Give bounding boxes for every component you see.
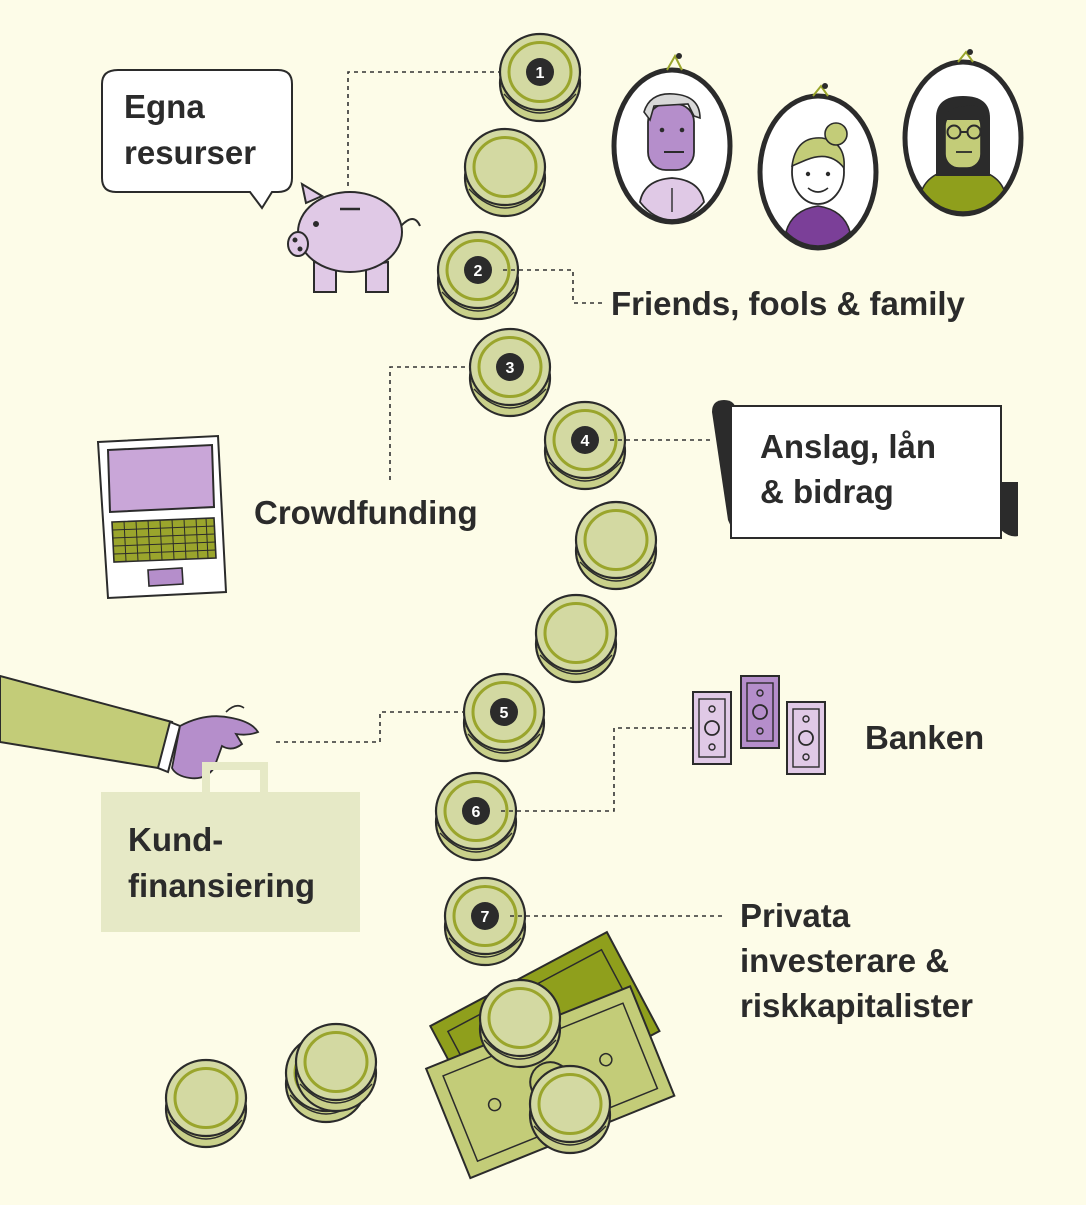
- step-badge: 3: [496, 353, 524, 381]
- anslag-label-line1: Anslag, lån: [760, 428, 936, 465]
- anslag-label-line2: & bidrag: [760, 473, 894, 510]
- privata-label-line3: riskkapitalister: [740, 987, 973, 1024]
- friends-fools-family-label: Friends, fools & family: [611, 285, 966, 322]
- step-badge: 4: [571, 426, 599, 454]
- step-number: 2: [474, 263, 483, 280]
- step-badge: 2: [464, 256, 492, 284]
- step-badge: 1: [526, 58, 554, 86]
- step-number: 1: [536, 65, 545, 82]
- portrait-frame-icon: [611, 49, 1024, 251]
- step-badge: 7: [471, 902, 499, 930]
- kund-label-line2: finansiering: [128, 867, 315, 904]
- bag-icon: Kund- finansiering: [101, 762, 360, 932]
- step-number: 6: [472, 804, 481, 821]
- step-number: 4: [581, 433, 590, 450]
- portrait-woman-glasses: [902, 49, 1024, 217]
- step-badge-layer: 1 2 3 4 5 6 7: [462, 58, 599, 930]
- kund-label-line1: Kund-: [128, 821, 223, 858]
- coin-icon: [164, 1058, 248, 1149]
- step-number: 3: [506, 360, 515, 377]
- coin-icon: [478, 978, 562, 1069]
- privata-label-line2: investerare &: [740, 942, 949, 979]
- speech-bubble-icon: [101, 69, 293, 210]
- connector-layer: [276, 71, 724, 917]
- laptop-icon: [96, 434, 228, 600]
- privata-label-line1: Privata: [740, 897, 851, 934]
- step-number: 7: [481, 909, 490, 926]
- step-badge: 6: [462, 797, 490, 825]
- coin-icon: [463, 127, 547, 218]
- egna-label-line2: resurser: [124, 134, 256, 171]
- crowdfunding-label: Crowdfunding: [254, 494, 478, 531]
- dotted-connector: [503, 269, 603, 304]
- step-number: 5: [500, 705, 509, 722]
- step-badge: 5: [490, 698, 518, 726]
- hand-icon: [0, 674, 260, 780]
- scroll-icon: Anslag, lån & bidrag: [712, 400, 1018, 539]
- dotted-connector: [347, 71, 500, 186]
- dotted-connector: [276, 711, 464, 743]
- banknote-icon: [692, 675, 826, 775]
- coin-icon: [528, 1064, 612, 1155]
- banken-label: Banken: [865, 719, 984, 756]
- dotted-connector: [501, 727, 692, 812]
- coin-icon: [574, 500, 658, 591]
- egna-label-line1: Egna: [124, 88, 205, 125]
- piggy-bank-icon: [287, 181, 421, 293]
- portrait-woman-bun: [757, 83, 879, 251]
- coin-icon: [534, 593, 618, 684]
- dotted-connector: [389, 366, 470, 480]
- coin-icon: [294, 1022, 378, 1113]
- egna-resurser-bubble: Egna resurser: [101, 69, 293, 210]
- portrait-grandfather: [611, 53, 733, 225]
